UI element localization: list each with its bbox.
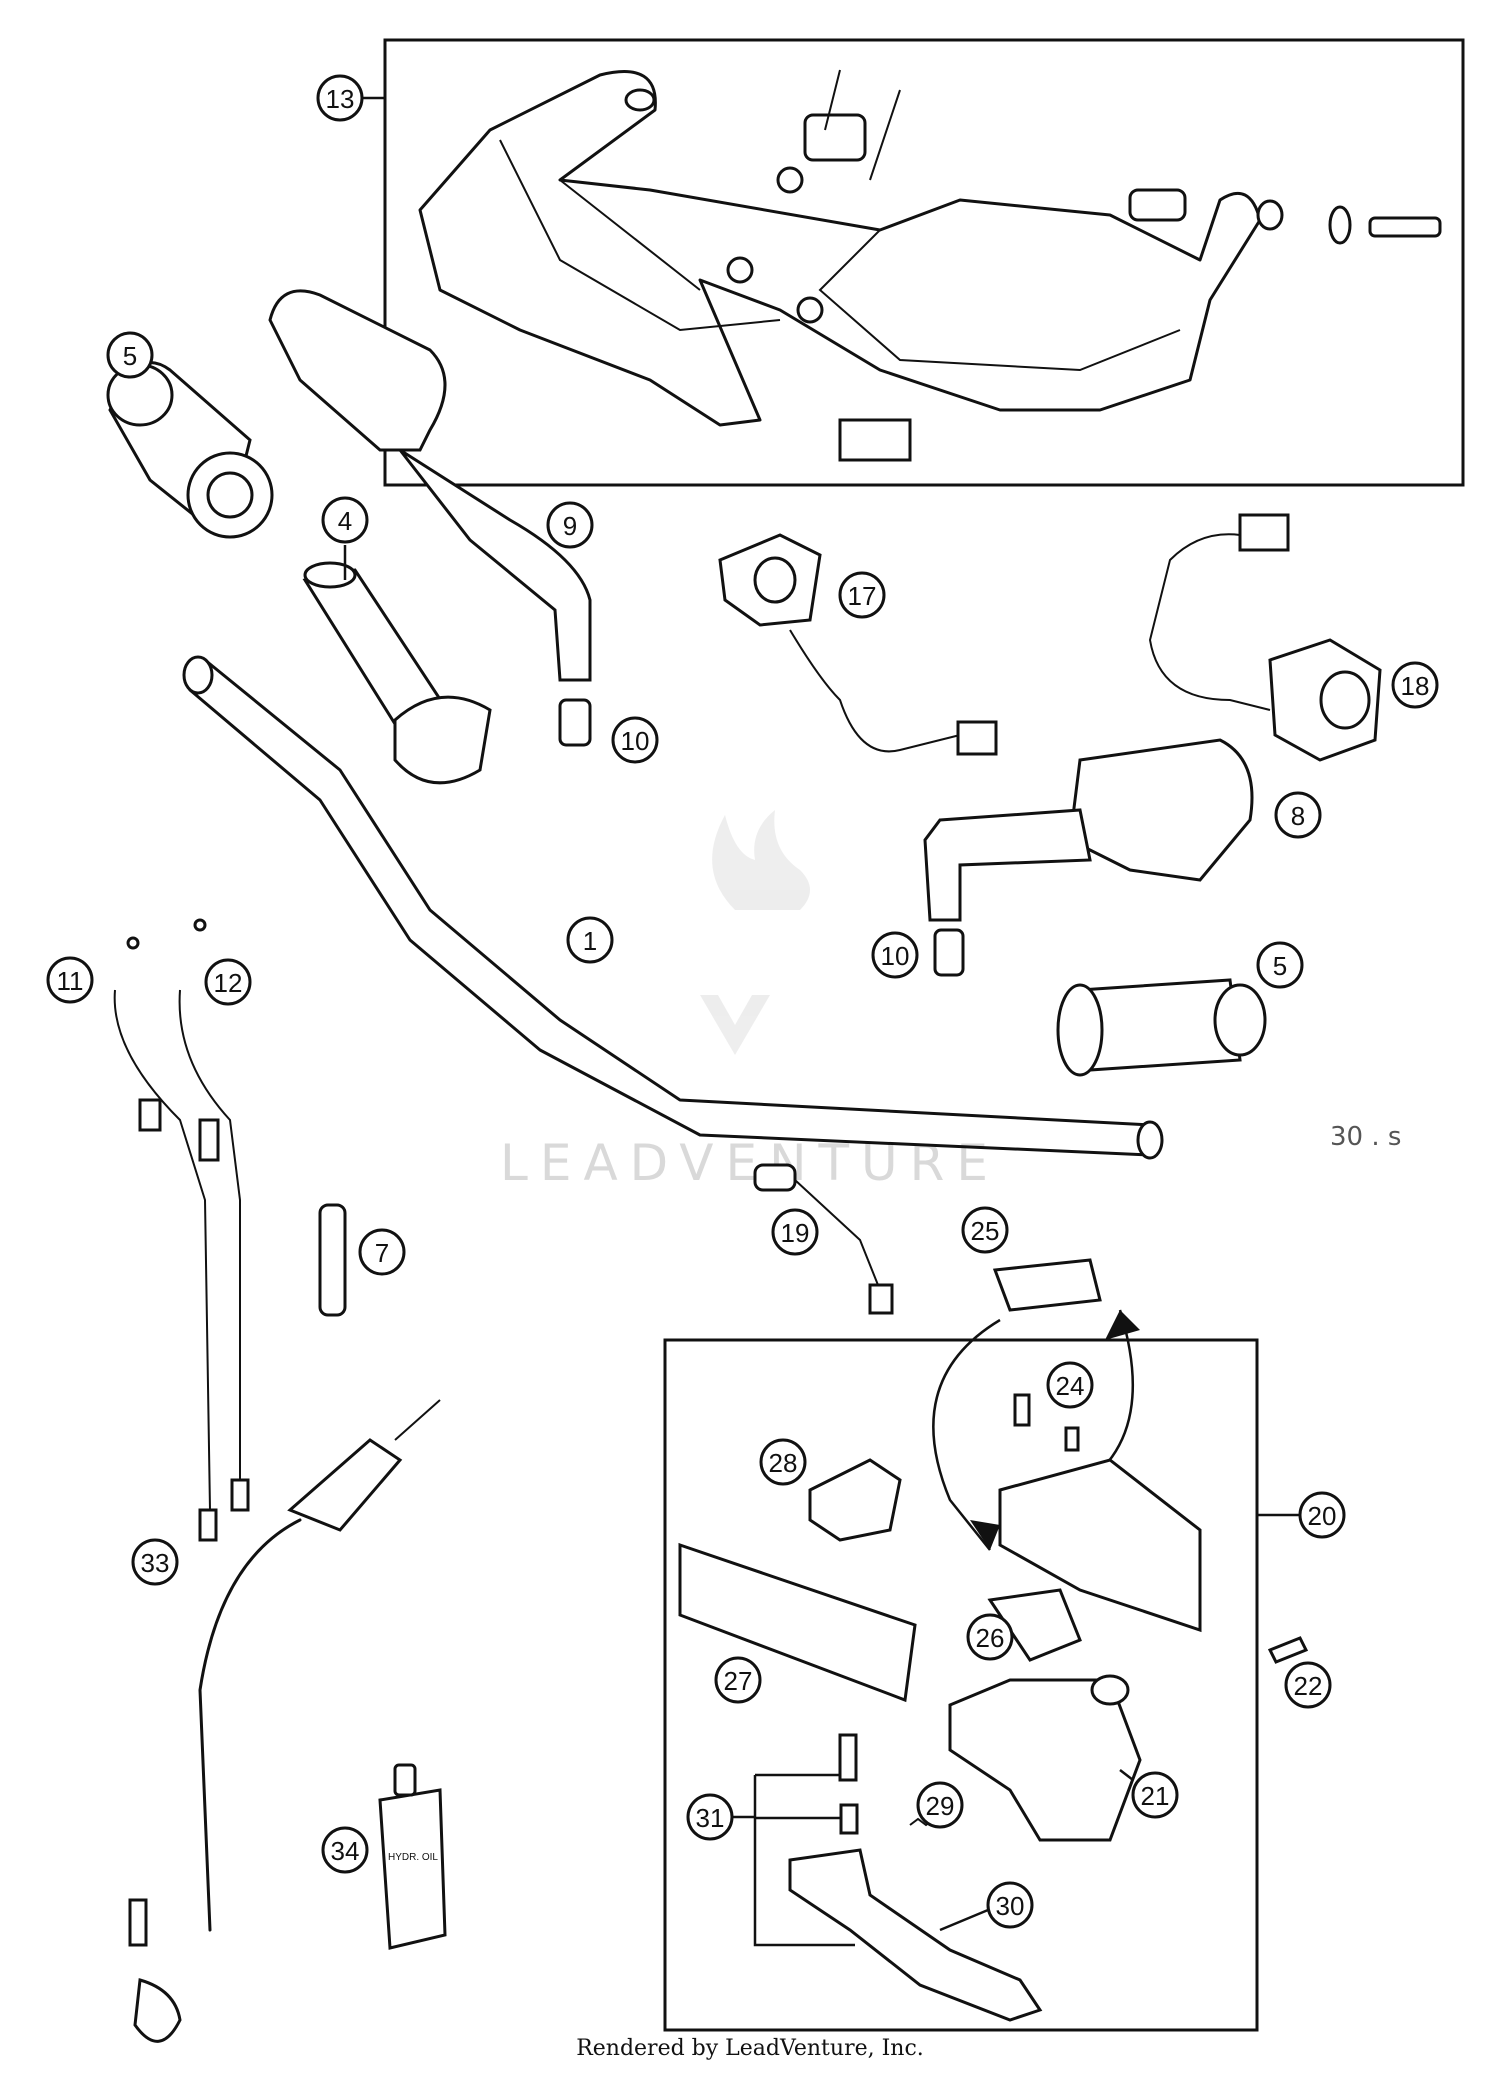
- callout-25: 25: [961, 1206, 1009, 1254]
- grip-right: [1056, 978, 1267, 1077]
- callout-label-10b: 10: [881, 941, 910, 971]
- callout-19: 19: [771, 1208, 819, 1256]
- sensor-19: [753, 1163, 894, 1315]
- callout-label-4: 4: [338, 506, 352, 536]
- hydraulic-oil-bottle: HYDR. OIL: [378, 1763, 447, 1950]
- piston-kit-panel: [678, 1542, 917, 1703]
- leader-21: [1119, 1769, 1134, 1781]
- master-cylinder: [948, 1678, 1142, 1842]
- throttle-cables: [113, 918, 250, 1542]
- reservoir-cover: [992, 1258, 1102, 1312]
- callout-label-5a: 5: [123, 341, 137, 371]
- handguard-kit-box: [383, 38, 1465, 487]
- callout-7: 7: [358, 1228, 406, 1276]
- callout-26: 26: [966, 1613, 1014, 1661]
- pin-31: [838, 1733, 858, 1782]
- leader-30: [939, 1908, 989, 1932]
- callout-label-27: 27: [724, 1666, 753, 1696]
- cable-33: [128, 1399, 441, 2043]
- callout-21: 21: [1131, 1771, 1179, 1819]
- bolt-22: [1267, 1636, 1309, 1664]
- part-26: [987, 1588, 1082, 1662]
- callout-label-13: 13: [326, 84, 355, 114]
- mirror-right: [923, 738, 1254, 977]
- callout-label-33: 33: [141, 1548, 170, 1578]
- screw-24b: [1064, 1426, 1080, 1452]
- callout-label-19: 19: [781, 1218, 810, 1248]
- callout-label-5b: 5: [1273, 951, 1287, 981]
- clamp-28: [808, 1458, 902, 1542]
- callout-5a: 5: [106, 331, 154, 379]
- strap: [318, 1203, 347, 1317]
- callout-27: 27: [714, 1656, 762, 1704]
- callout-10b: 10: [871, 931, 919, 979]
- callout-label-12: 12: [214, 968, 243, 998]
- mirror-left: [268, 289, 592, 747]
- callout-label-18: 18: [1401, 671, 1430, 701]
- handlebar: [182, 655, 1164, 1160]
- callout-24: 24: [1046, 1361, 1094, 1409]
- callout-29: 29: [916, 1781, 964, 1829]
- callout-22: 22: [1284, 1661, 1332, 1709]
- callout-label-17: 17: [848, 581, 877, 611]
- callout-label-24: 24: [1056, 1371, 1085, 1401]
- callout-34: 34: [321, 1826, 369, 1874]
- callout-label-28: 28: [769, 1448, 798, 1478]
- callout-label-21: 21: [1141, 1781, 1170, 1811]
- switch-18: [1148, 513, 1382, 762]
- callout-label-22: 22: [1294, 1671, 1323, 1701]
- screw-24a: [1013, 1393, 1031, 1427]
- callout-18: 18: [1391, 661, 1439, 709]
- callout-label-20: 20: [1308, 1501, 1337, 1531]
- switch-17: [718, 533, 998, 756]
- stray-label: 30 . s: [1330, 1122, 1401, 1152]
- brake-lever: [788, 1848, 1043, 2022]
- bottle-label: HYDR. OIL: [388, 1852, 438, 1863]
- throttle-tube: [302, 561, 492, 785]
- callout-group: 1 4 5 5 7 8 9 10 10 11 12 13 17 18 19 20 21 22 24 25 26 27 28 2…: [46, 74, 1439, 1932]
- handguard: [418, 69, 1442, 462]
- callout-17: 17: [838, 571, 886, 619]
- callout-label-31: 31: [696, 1803, 725, 1833]
- callout-4: 4: [321, 496, 369, 544]
- leader-31: [753, 1775, 855, 1947]
- callout-label-11: 11: [57, 966, 84, 996]
- callout-11: 11: [46, 956, 94, 1004]
- callout-9: 9: [546, 501, 594, 549]
- callout-12: 12: [204, 958, 252, 1006]
- callout-label-10a: 10: [621, 726, 650, 756]
- callout-30: 30: [986, 1881, 1034, 1929]
- callout-13: 13: [316, 74, 364, 122]
- callout-label-25: 25: [971, 1216, 1000, 1246]
- callout-1: 1: [566, 916, 614, 964]
- callout-label-26: 26: [976, 1623, 1005, 1653]
- footer-credit: Rendered by LeadVenture, Inc.: [576, 2036, 924, 2061]
- callout-28: 28: [759, 1438, 807, 1486]
- grip-left: [106, 361, 274, 539]
- callout-label-7: 7: [375, 1238, 389, 1268]
- callout-label-9: 9: [563, 511, 577, 541]
- callout-label-1: 1: [583, 926, 597, 956]
- callout-label-29: 29: [926, 1791, 955, 1821]
- callout-5b: 5: [1256, 941, 1304, 989]
- watermark-text: LEADVENTURE: [500, 1134, 1000, 1192]
- reservoir-panel: [998, 1458, 1202, 1633]
- callout-20: 20: [1298, 1491, 1346, 1539]
- master-cylinder-box: [663, 1338, 1259, 2032]
- arrow-left: [932, 1318, 1001, 1551]
- callout-8: 8: [1274, 791, 1322, 839]
- callout-label-8: 8: [1291, 801, 1305, 831]
- bushing-31: [839, 1803, 859, 1835]
- callout-label-34: 34: [331, 1836, 360, 1866]
- watermark-logo: [700, 810, 810, 1055]
- callout-31: 31: [686, 1793, 734, 1841]
- callout-33: 33: [131, 1538, 179, 1586]
- callout-label-30: 30: [996, 1891, 1025, 1921]
- callout-10a: 10: [611, 716, 659, 764]
